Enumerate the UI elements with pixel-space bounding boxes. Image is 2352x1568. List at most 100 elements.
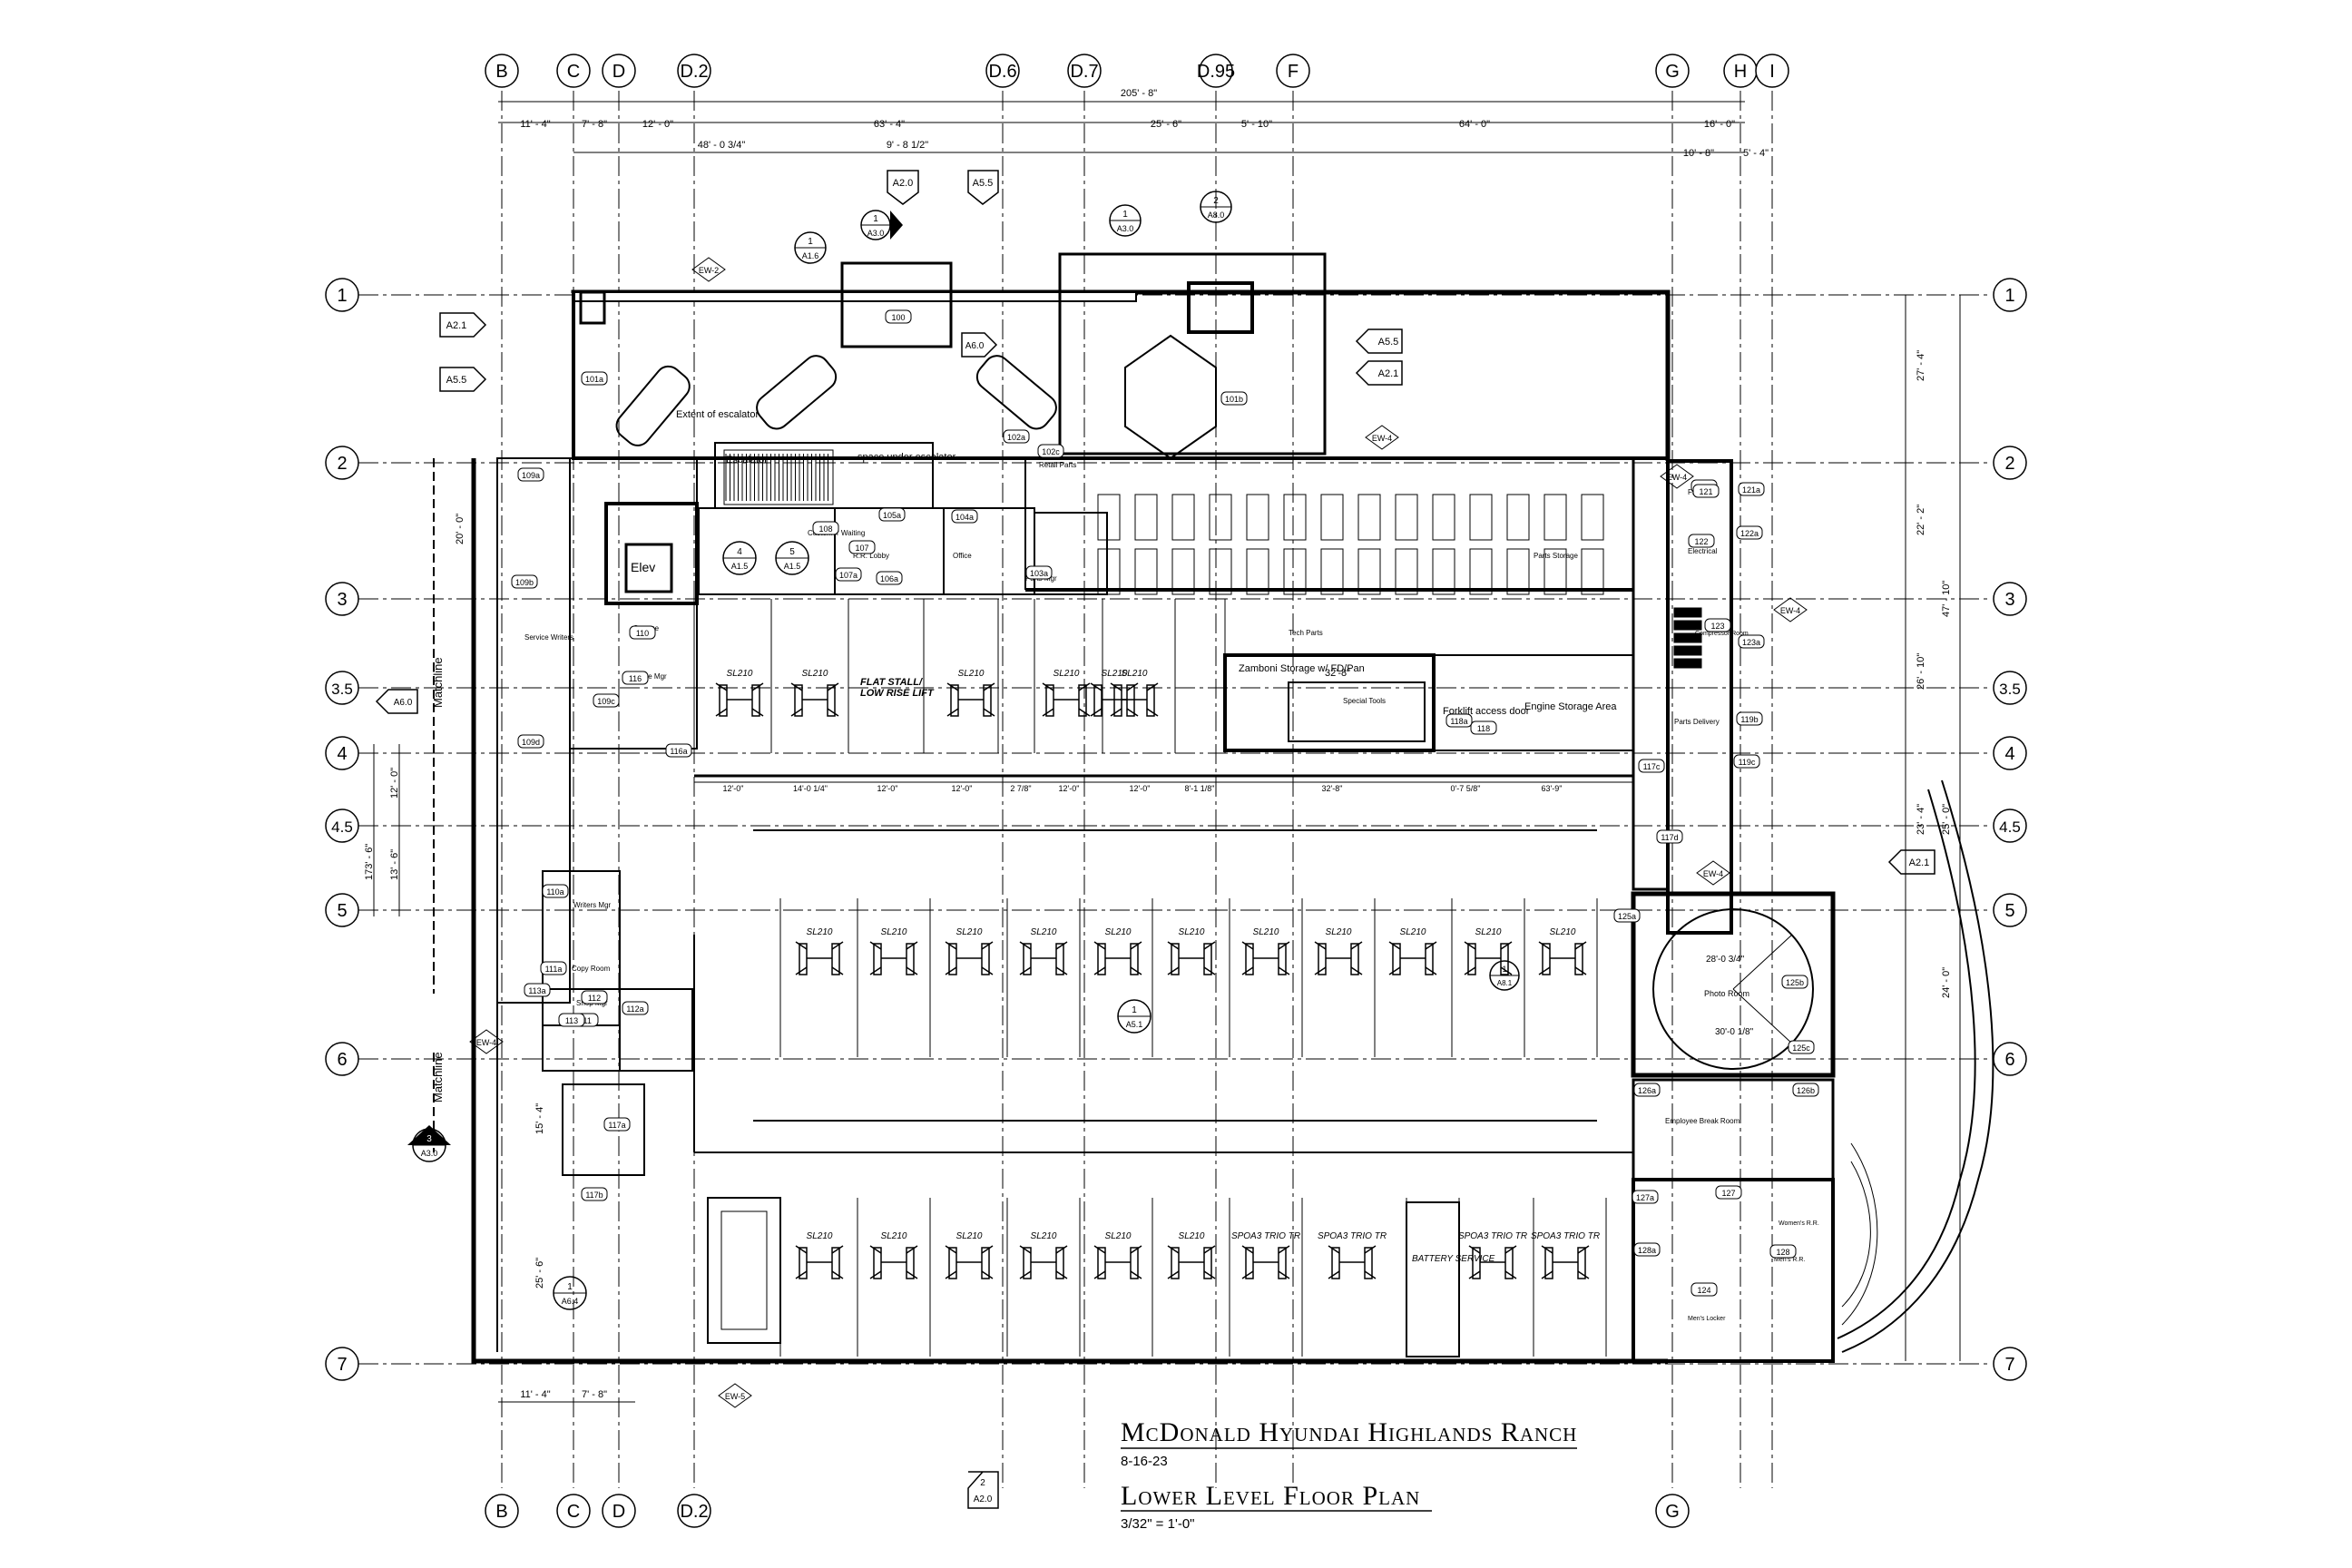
grid-bubble-row: 3 [1993, 582, 2027, 616]
room-tag: 125a [1613, 908, 1641, 923]
grid-bubble-col-top: B [485, 54, 519, 88]
label-flat-stall: FLAT STALL/ [860, 677, 924, 688]
callout-a81: 1 A8.1 [1489, 960, 1520, 991]
project-date: 8-16-23 [1121, 1454, 1168, 1469]
callout-sheet: A3.0 [421, 1149, 438, 1158]
callout-number: 1 [1122, 210, 1128, 220]
lift-label: SPOA3 TRIO TR [1318, 1231, 1387, 1241]
callout-a21-east: A2.1 [1887, 849, 1936, 875]
room-tag-label: 111 [579, 1016, 592, 1025]
room-tag: 101b [1220, 391, 1248, 406]
callout-sheet: A6.0 [965, 341, 985, 351]
room-tag-label: 101b [1225, 395, 1243, 404]
room-tag-label: 127a [1636, 1193, 1654, 1202]
room-tag-label: 122a [1740, 529, 1759, 538]
callout-number: 2 [980, 1478, 985, 1488]
callout-sheet: EW-5 [725, 1392, 745, 1401]
grid-bubble-col-top: H [1723, 54, 1758, 88]
room-tag-label: 118 [1477, 724, 1490, 733]
callout-number: 1 [808, 237, 813, 247]
plan-labels: Extent of escalator Escalator space unde… [431, 409, 1819, 1322]
dim-text: 48' - 0 3/4" [698, 140, 746, 151]
callout-sheet: A1.6 [802, 251, 819, 260]
room-tag: 123 [1704, 618, 1731, 632]
room-tag: 116a [665, 743, 692, 758]
room-tag-label: 116 [629, 674, 642, 683]
label-matchline-top: Matchline [431, 657, 445, 708]
grid-bubble-col-top: I [1755, 54, 1789, 88]
vehicle-lift: SL210 [945, 927, 994, 975]
label-tech-parts: Tech Parts [1289, 629, 1323, 637]
room-tag-label: 127 [1721, 1189, 1735, 1198]
room-tag: 128a [1633, 1242, 1661, 1257]
dim-text: 24' - 0" [1941, 967, 1952, 998]
room-tag: 101a [581, 371, 608, 386]
stall-dividers [693, 599, 1633, 1357]
room-tag: 111a [540, 961, 567, 975]
grid-label: B [495, 1502, 507, 1522]
room-tag: 107a [835, 567, 862, 582]
lift-label: SL210 [1179, 927, 1205, 937]
label-service-writers: Service Writers [524, 633, 573, 642]
room-tag: 117d [1656, 829, 1683, 844]
label-womens-rr: Women's R.R. [1779, 1220, 1819, 1227]
callout-a60-left: A6.0 [375, 689, 418, 714]
stall-dim: 12'-0" [952, 784, 973, 793]
label-break-room: Employee Break Room [1665, 1117, 1740, 1125]
lift-label: SL210 [727, 669, 753, 679]
room-tag: 103a [1025, 565, 1053, 580]
room-tag: 112 [581, 990, 608, 1004]
room-tag-label: 123a [1742, 638, 1760, 647]
callout-a55-top: A5.5 [967, 170, 999, 205]
stall-dim: 63'-9" [1542, 784, 1563, 793]
callout-sheet: EW-4 [1703, 869, 1723, 878]
dim-text: 27' - 4" [1916, 350, 1926, 381]
dim-text: 23' - 4" [1916, 804, 1926, 835]
room-tag: 118 [1470, 720, 1497, 735]
grid-bubble-row: 4.5 [1993, 808, 2027, 843]
room-tag-label: 113 [565, 1016, 578, 1025]
stall-dim: 12'-0" [877, 784, 898, 793]
callout-sheet: A2.1 [446, 320, 467, 331]
vehicle-lift: SL210 [1241, 927, 1290, 975]
label-compressor: Compressor Room [1695, 631, 1749, 637]
vehicle-lift: SPOA3 TRIO TR [1318, 1231, 1387, 1279]
grid-bubble-row: 4 [325, 736, 359, 770]
room-tag: 121 [1692, 484, 1720, 498]
grid-label: C [567, 1502, 580, 1522]
grid-bubble-col-top: F [1276, 54, 1310, 88]
escalator-treads [725, 454, 828, 501]
room-tag-label: 117a [608, 1121, 625, 1130]
callout-sheet: A3.0 [867, 229, 885, 238]
callout-sheet: A6.4 [562, 1297, 579, 1306]
grid-bubble-row: 1 [1993, 278, 2027, 312]
room-tag: 112a [622, 1001, 649, 1015]
vehicle-lift: SL210 [1464, 927, 1513, 975]
room-tag: 121a [1738, 482, 1765, 496]
lift-label: SL210 [881, 1231, 907, 1241]
vehicle-lift: SL210 [1538, 927, 1587, 975]
dim-text: 7' - 8" [582, 119, 607, 130]
grid-bubble-col-bottom: B [485, 1494, 519, 1528]
grid-label: 7 [2004, 1355, 2014, 1375]
vehicle-lift: SPOA3 TRIO TR [1531, 1231, 1600, 1279]
room-tag: 119b [1736, 711, 1763, 726]
callout-number: 1 [873, 214, 878, 224]
lift-label: SL210 [1105, 1231, 1132, 1241]
callout-a20-bottom: 2 A2.0 [967, 1471, 999, 1509]
callout-ew4-top: EW-4 [1365, 425, 1399, 450]
grid-bubble-row: 3 [325, 582, 359, 616]
building-walls [433, 252, 1836, 1364]
grid-label: 3 [2004, 590, 2014, 610]
callout-sheet: EW-4 [1667, 473, 1687, 482]
room-tag: 118a [1446, 713, 1473, 728]
callout-sheet: A5.5 [1378, 337, 1399, 348]
room-tag: 100 [885, 309, 912, 324]
grid-label: D [612, 62, 625, 82]
vehicle-lift: SPOA3 TRIO TR [1231, 1231, 1300, 1279]
dim-text: 12' - 0" [642, 119, 673, 130]
grid-label: H [1734, 62, 1747, 82]
callout-ew4-mid: EW-4 [1696, 860, 1730, 886]
